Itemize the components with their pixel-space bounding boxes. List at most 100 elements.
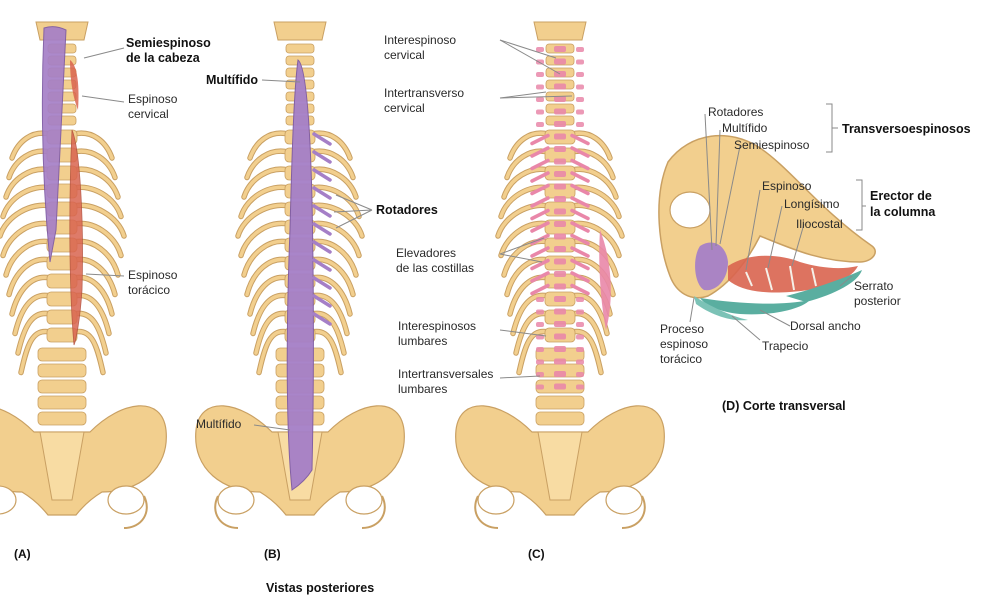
obturator-foramen [218,486,254,514]
label-spinalis-cervicis-1: Espinoso [128,92,178,106]
obturator-foramen [606,486,642,514]
intertransversarius-muscle [576,97,584,102]
interspinalis-muscle [554,284,566,290]
panel-letter-b: (B) [264,547,281,561]
lumbar-vertebra [38,348,86,361]
panel-b-muscles [287,60,330,490]
intertransversarius-muscle [576,60,584,65]
interspinalis-muscle [554,159,566,165]
intertransversarius-muscle [576,122,584,127]
intertransversarius-muscle [576,347,584,352]
label-d-trapezius: Trapecio [762,339,809,353]
intertransversarius-muscle [536,322,544,327]
label-d-serratus-1: Serrato [854,279,894,293]
label-interspinales-lumbar-1: Interespinosos [398,319,476,333]
intertransversarius-muscle [536,72,544,77]
label-d-longissimus: Longísimo [784,197,840,211]
label-semispinalis-capitis-1: Semiespinoso [126,36,211,50]
intertransversarius-muscle [536,385,544,390]
intertransversarius-muscle [536,85,544,90]
label-d-spinous-process-1: Proceso [660,322,704,336]
intertransversarius-muscle [576,322,584,327]
intertransversarius-muscle [576,72,584,77]
lumbar-vertebra [38,380,86,393]
label-d-spinous-process-3: torácico [660,352,702,366]
interspinalis-muscle [554,59,566,65]
lumbar-vertebra [536,396,584,409]
label-intertransversarii-lumbar-2: lumbares [398,382,447,396]
levator-costae-muscle [532,248,548,256]
vertebral-foramen [670,192,710,228]
label-d-serratus-2: posterior [854,294,901,308]
interspinalis-muscle [554,109,566,115]
levator-costae-muscle [572,248,588,256]
interspinalis-muscle [554,234,566,240]
interspinalis-muscle [554,134,566,140]
label-intertransversarii-cervical-1: Intertransverso [384,86,464,100]
label-spinalis-thoracis-1: Espinoso [128,268,178,282]
interspinalis-muscle [554,296,566,302]
label-d-semispinalis: Semiespinoso [734,138,810,152]
label-multifidus-bottom: Multífido [196,417,242,431]
label-d-spinous-process-2: espinoso [660,337,708,351]
interspinalis-muscle [554,246,566,252]
panel-letter-a: (A) [14,547,31,561]
interspinalis-muscle [554,146,566,152]
label-spinalis-thoracis-2: torácico [128,283,170,297]
figure-caption: Vistas posteriores [266,581,374,595]
intertransversarius-muscle [536,347,544,352]
intertransversarius-muscle [536,47,544,52]
panel-title-d: (D) Corte transversal [722,399,846,413]
label-d-iliocostalis: Iliocostal [796,217,843,231]
label-multifidus-top: Multífido [206,73,258,87]
intertransversarius-muscle [536,97,544,102]
label-d-erector-spinae-2: la columna [870,205,936,219]
interspinalis-muscle [554,84,566,90]
intertransversarius-muscle [536,360,544,365]
levator-costae-muscle [572,286,588,294]
obturator-foramen [478,486,514,514]
interspinalis-muscle [554,121,566,127]
label-semispinalis-capitis-2: de la cabeza [126,51,201,65]
label-d-transversospinales: Transversoespinosos [842,122,971,136]
intertransversarius-muscle [576,47,584,52]
interspinalis-muscle [554,209,566,215]
obturator-foramen [108,486,144,514]
interspinalis-muscle [554,334,566,340]
label-d-latissimus: Dorsal ancho [790,319,861,333]
label-interspinales-cervical-1: Interespinoso [384,33,456,47]
obturator-foramen [346,486,382,514]
interspinalis-muscle [554,271,566,277]
label-interspinales-cervical-2: cervical [384,48,425,62]
label-levatores-costarum-1: Elevadores [396,246,456,260]
intertransversarius-muscle [576,310,584,315]
lumbar-vertebra [38,364,86,377]
intertransversarius-muscle [576,110,584,115]
cervical-vertebra [286,44,314,53]
skull-base [534,22,586,40]
label-rotatores: Rotadores [376,203,438,217]
skull-base [274,22,326,40]
lumbar-vertebra [536,412,584,425]
interspinalis-muscle [554,184,566,190]
interspinalis-muscle [554,371,566,377]
label-d-rotatores: Rotadores [708,105,763,119]
label-interspinales-lumbar-2: lumbares [398,334,447,348]
interspinalis-muscle [554,196,566,202]
interspinalis-muscle [554,359,566,365]
cross-section-d [659,136,875,321]
label-intertransversarii-lumbar-1: Intertransversales [398,367,493,381]
levator-costae-muscle [532,286,548,294]
intertransversarius-muscle [536,110,544,115]
interspinalis-muscle [554,346,566,352]
intertransversarius-muscle [576,372,584,377]
interspinalis-muscle [554,321,566,327]
interspinalis-muscle [554,384,566,390]
interspinalis-muscle [554,221,566,227]
intertransversarius-muscle [536,122,544,127]
label-levatores-costarum-2: de las costillas [396,261,474,275]
label-spinalis-cervicis-2: cervical [128,107,169,121]
intertransversarius-muscle [576,335,584,340]
interspinalis-muscle [554,259,566,265]
